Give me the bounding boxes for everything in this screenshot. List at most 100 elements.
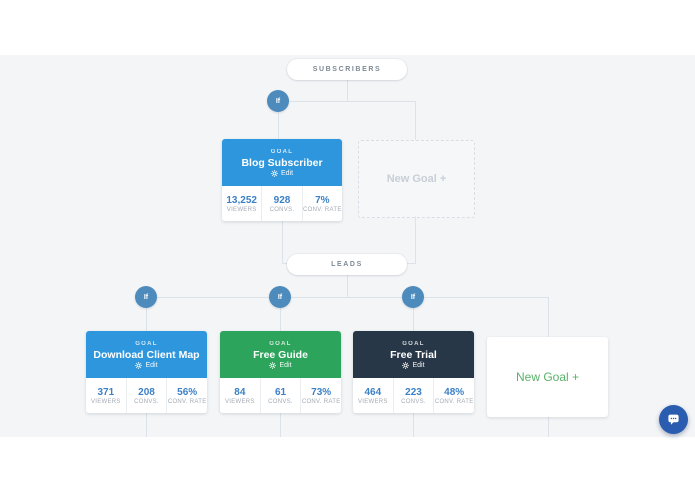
if-badge-label: If [410, 293, 416, 301]
stat-value: 464 [364, 386, 382, 398]
edit-label: Edit [145, 361, 158, 369]
stat-value: 7% [315, 194, 330, 206]
if-badge-label: If [275, 97, 281, 105]
stage-pill-label: SUBSCRIBERS [312, 66, 382, 73]
connector-line [413, 297, 414, 331]
goal-card-free-guide[interactable]: GOAL Free Guide Edit 84 VIEWERS 61 CONVS… [220, 331, 341, 413]
connector-line [146, 413, 147, 437]
connector-line [278, 101, 416, 102]
connector-line [146, 297, 147, 331]
stat-convs: 208 CONVS. [125, 378, 167, 413]
stat-conv-rate: 56% CONV. RATE [166, 378, 207, 413]
edit-button[interactable]: Edit [269, 361, 292, 369]
goal-stats: 13,252 VIEWERS 928 CONVS. 7% CONV. RATE [222, 186, 342, 221]
stat-value: 48% [444, 386, 465, 398]
if-badge-label: If [277, 293, 283, 301]
if-badge-label: If [143, 293, 149, 301]
if-badge-download-client-map[interactable]: If [135, 286, 157, 308]
goal-title: Download Client Map [93, 348, 200, 361]
stat-value: 928 [273, 194, 291, 206]
chat-launcher-button[interactable] [659, 405, 688, 434]
if-badge-free-trial[interactable]: If [402, 286, 424, 308]
stat-value: 208 [138, 386, 155, 398]
if-badge-blog-subscriber[interactable]: If [267, 90, 289, 112]
stat-label: CONVS. [269, 206, 295, 213]
stat-value: 13,252 [226, 194, 257, 206]
goal-stats: 371 VIEWERS 208 CONVS. 56% CONV. RATE [86, 378, 207, 413]
new-goal-label: New Goal + [515, 370, 580, 384]
gear-icon [269, 361, 277, 369]
stat-label: VIEWERS [357, 398, 388, 405]
goal-card-header: GOAL Free Trial Edit [353, 331, 474, 378]
new-goal-card[interactable]: New Goal + [487, 337, 608, 417]
stat-label: VIEWERS [90, 398, 121, 405]
edit-label: Edit [280, 169, 294, 177]
stat-conv-rate: 7% CONV. RATE [301, 186, 342, 221]
stat-value: 371 [97, 386, 115, 398]
stat-value: 84 [234, 386, 246, 398]
goal-tag: GOAL [269, 340, 292, 347]
gear-icon [402, 361, 410, 369]
goal-card-download-client-map[interactable]: GOAL Download Client Map Edit 371 VIEWER… [86, 331, 207, 413]
stat-label: VIEWERS [224, 398, 255, 405]
stat-value: 56% [177, 386, 198, 398]
goal-card-header: GOAL Download Client Map Edit [86, 331, 207, 378]
stat-convs: 928 CONVS. [261, 186, 301, 221]
stat-viewers: 84 VIEWERS [220, 378, 260, 413]
connector-line [282, 221, 283, 263]
connector-line [415, 101, 416, 140]
edit-button[interactable]: Edit [135, 361, 158, 369]
gear-icon [271, 169, 278, 177]
connector-line [548, 417, 549, 437]
edit-button[interactable]: Edit [402, 361, 425, 369]
goal-title: Blog Subscriber [241, 156, 323, 169]
stat-label: CONV. RATE [302, 206, 342, 213]
goal-stats: 464 VIEWERS 223 CONVS. 48% CONV. RATE [353, 378, 474, 413]
goal-card-free-trial[interactable]: GOAL Free Trial Edit 464 VIEWERS 223 CON… [353, 331, 474, 413]
goal-title: Free Trial [390, 348, 437, 361]
stat-conv-rate: 48% CONV. RATE [433, 378, 474, 413]
connector-line [347, 80, 348, 101]
stat-label: CONV. RATE [167, 398, 207, 405]
stat-label: CONV. RATE [301, 398, 341, 405]
stat-viewers: 464 VIEWERS [353, 378, 393, 413]
goal-tag: GOAL [135, 340, 158, 347]
connector-line [146, 297, 548, 298]
stage-pill-label: LEADS [331, 261, 363, 268]
stat-label: CONVS. [268, 398, 293, 405]
stat-label: CONVS. [134, 398, 159, 405]
stat-viewers: 371 VIEWERS [86, 378, 126, 413]
goal-card-blog-subscriber[interactable]: GOAL Blog Subscriber Edit 13,252 VIEWERS… [222, 139, 342, 221]
stat-label: CONV. RATE [434, 398, 474, 405]
stat-convs: 61 CONVS. [259, 378, 301, 413]
stat-conv-rate: 73% CONV. RATE [300, 378, 341, 413]
chat-bubble-icon [668, 414, 679, 425]
stat-value: 73% [311, 386, 332, 398]
new-goal-label: New Goal + [386, 173, 447, 185]
goal-tag: GOAL [270, 148, 294, 155]
connector-line [280, 297, 281, 331]
stat-label: CONVS. [401, 398, 426, 405]
goal-stats: 84 VIEWERS 61 CONVS. 73% CONV. RATE [220, 378, 341, 413]
edit-button[interactable]: Edit [271, 170, 293, 177]
stage-pill-subscribers[interactable]: SUBSCRIBERS [287, 59, 407, 80]
goal-tag: GOAL [402, 340, 425, 347]
connector-line [278, 101, 279, 139]
connector-line [415, 216, 416, 263]
connector-line [548, 297, 549, 337]
connector-line [347, 275, 348, 297]
stat-value: 61 [274, 386, 287, 398]
connector-line [280, 413, 281, 437]
if-badge-free-guide[interactable]: If [269, 286, 291, 308]
funnel-canvas: SUBSCRIBERS LEADS If If If If GOAL Blog … [0, 55, 695, 437]
edit-label: Edit [279, 361, 292, 369]
stage-pill-leads[interactable]: LEADS [287, 254, 407, 275]
goal-card-header: GOAL Free Guide Edit [220, 331, 341, 378]
stat-label: VIEWERS [226, 206, 257, 213]
stat-convs: 223 CONVS. [392, 378, 434, 413]
new-goal-placeholder-dashed[interactable]: New Goal + [358, 140, 475, 218]
connector-line [413, 413, 414, 437]
stat-value: 223 [405, 386, 422, 398]
stat-viewers: 13,252 VIEWERS [222, 186, 261, 221]
